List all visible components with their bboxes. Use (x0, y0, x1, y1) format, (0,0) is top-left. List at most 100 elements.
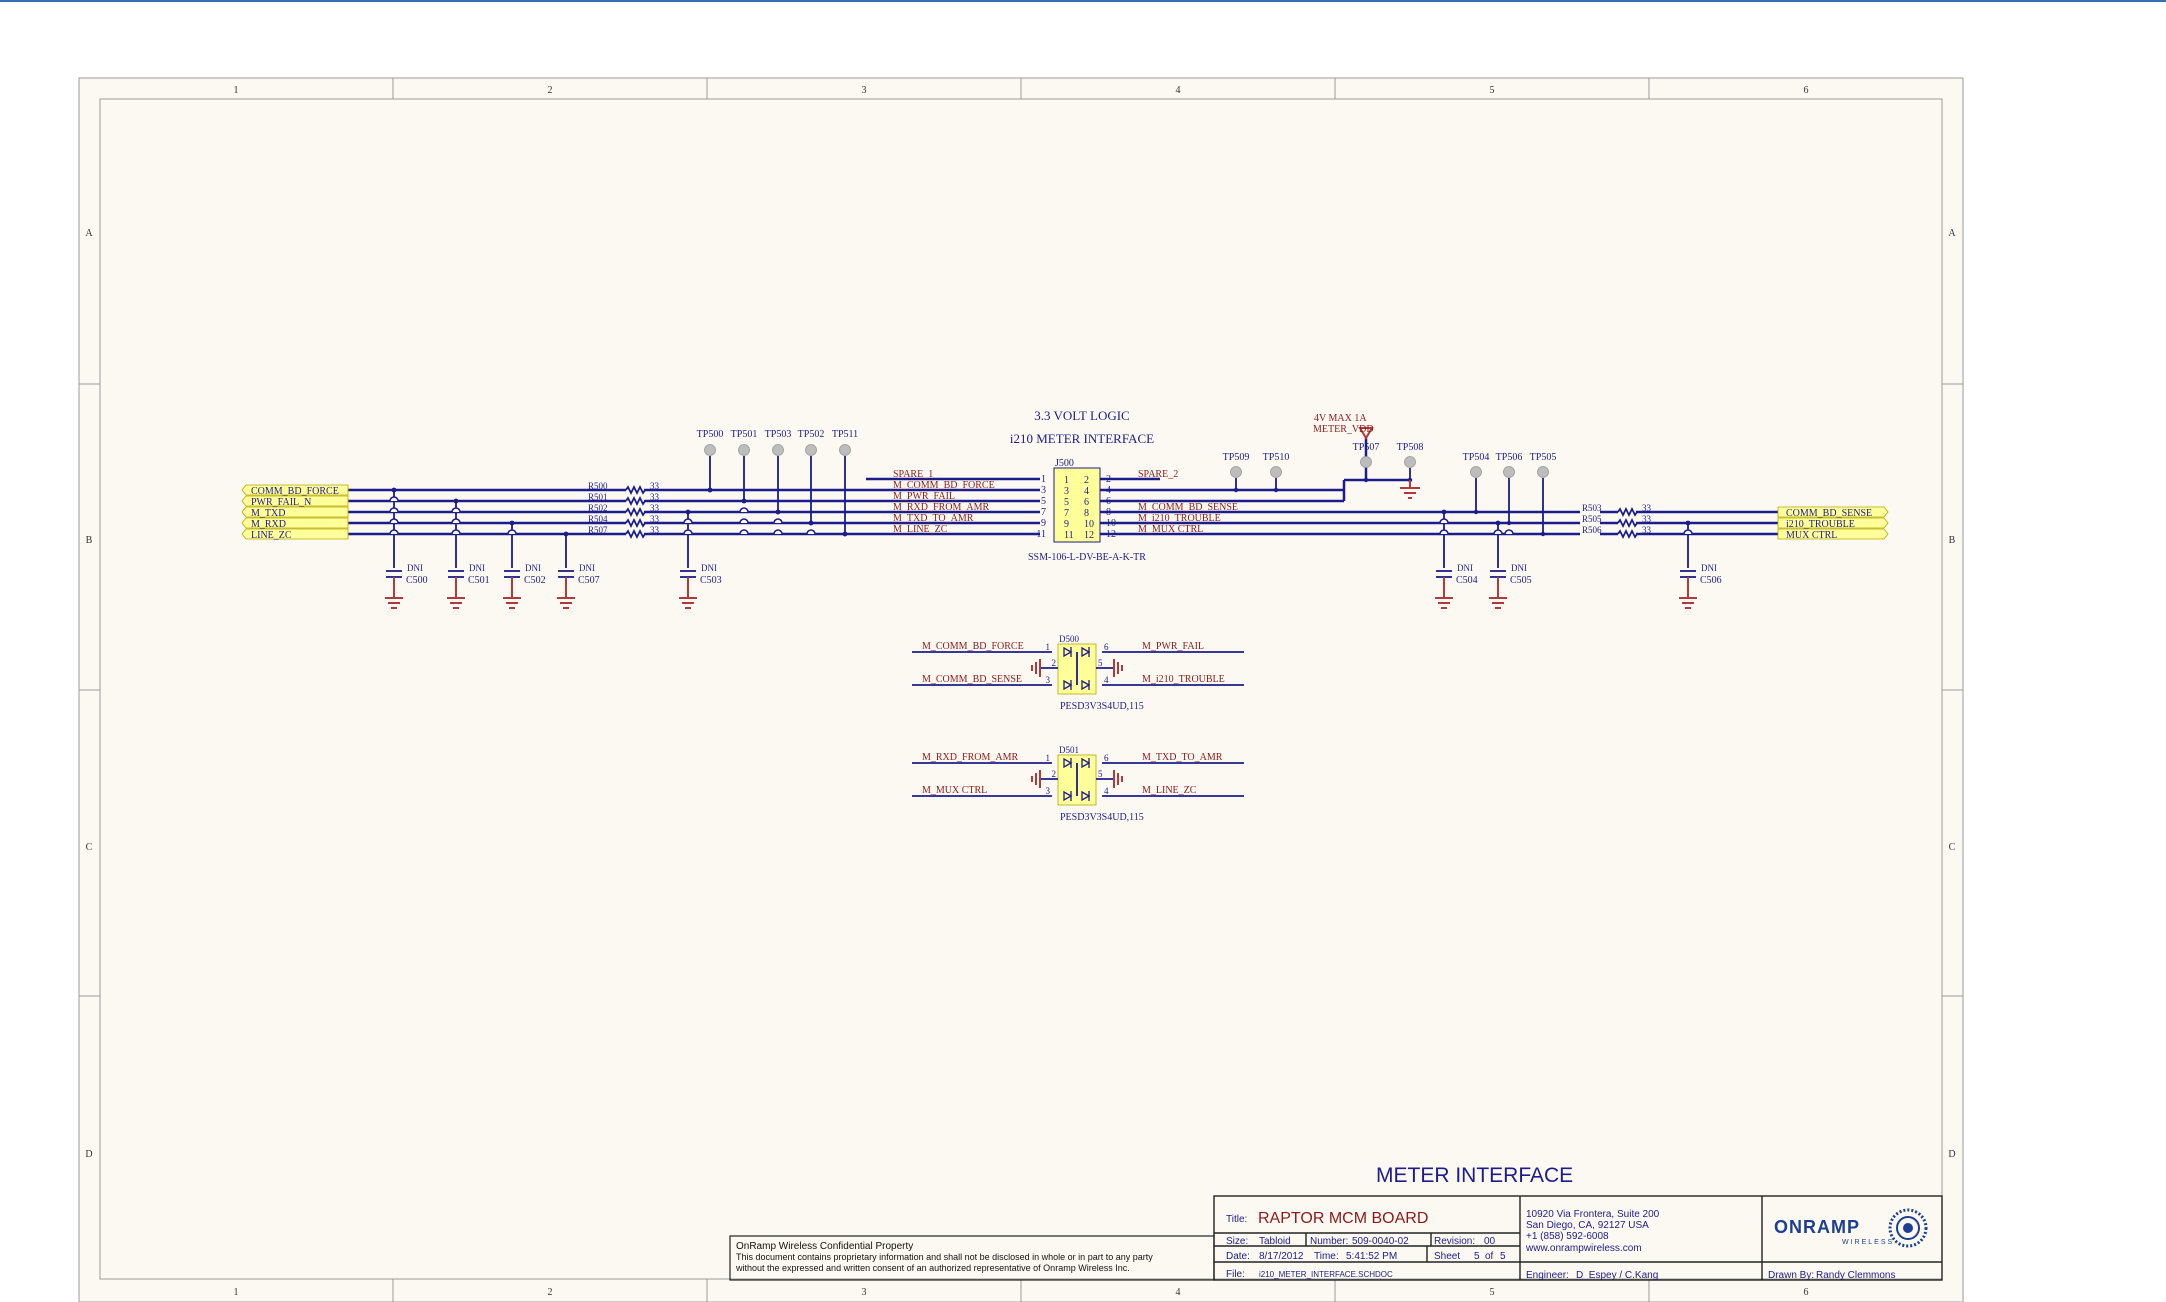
testpoint[interactable]: TP505 (1530, 452, 1557, 537)
window-top-bar (0, 0, 2166, 2)
svg-text:Title:: Title: (1226, 1214, 1247, 1225)
tvs-d500[interactable]: 123654D500PESD3V3S4UD,115M_COMM_BD_FORCE… (912, 634, 1244, 712)
net-label: M_MUX CTRL (1138, 524, 1203, 535)
tvs-pin-number: 5 (1098, 769, 1103, 779)
testpoint-label: TP500 (697, 429, 724, 440)
port-comm_bd_force[interactable]: COMM_BD_FORCE (241, 484, 349, 497)
company-logo-subtext: WIRELESS (1842, 1239, 1894, 1246)
tvs-pin-number: 4 (1104, 675, 1109, 685)
port-label: M_TXD (251, 508, 285, 519)
wire-crossover (389, 529, 399, 535)
testpoint[interactable]: TP510 (1263, 452, 1290, 493)
testpoint-label: TP504 (1463, 452, 1490, 463)
net-label: M_LINE_ZC (893, 524, 948, 535)
supply-note: 4V MAX 1A (1314, 413, 1367, 424)
resistor-symbol (1617, 517, 1638, 529)
resistor-ref: R507 (588, 525, 608, 535)
testpoint[interactable]: TP504 (1463, 452, 1490, 515)
net-label: M_RXD_FROM_AMR (922, 752, 1018, 763)
junction-dot (1441, 509, 1447, 515)
connector-pin-number: 7 (1041, 507, 1046, 518)
net-label: M_COMM_BD_FORCE (893, 480, 995, 491)
testpoint[interactable]: TP503 (765, 429, 792, 515)
testpoint[interactable]: TP507 (1353, 442, 1380, 483)
company-logo-text: ONRAMP (1774, 1217, 1860, 1237)
connector-ref: J500 (1055, 458, 1074, 469)
port-mux-ctrl[interactable]: MUX CTRL (1777, 528, 1889, 541)
testpoint[interactable]: TP508 (1397, 442, 1424, 483)
resistor-ref: R500 (588, 481, 608, 491)
junction-dot (391, 487, 397, 493)
port-comm_bd_sense[interactable]: COMM_BD_SENSE (1777, 506, 1889, 519)
wire-crossover (451, 507, 461, 513)
capacitor-ref: C507 (578, 575, 600, 586)
svg-text:Tabloid: Tabloid (1259, 1236, 1291, 1247)
wire-crossover (389, 507, 399, 513)
frame-row-label: D (85, 1149, 92, 1160)
wire-crossover (1683, 529, 1693, 535)
svg-text:5: 5 (1500, 1251, 1506, 1262)
resistor-value: 33 (1642, 503, 1652, 513)
ground-symbol (1400, 480, 1420, 499)
resistor-ref: R505 (1582, 514, 1602, 524)
testpoint[interactable]: TP509 (1223, 452, 1250, 493)
tvs-ref: D500 (1059, 634, 1079, 644)
testpoint[interactable]: TP502 (798, 429, 825, 526)
svg-text:without the expressed and writ: without the expressed and written consen… (735, 1263, 1130, 1273)
port-i210_trouble[interactable]: i210_TROUBLE (1777, 517, 1889, 530)
resistor-value: 33 (650, 525, 660, 535)
connector-pin-number: 9 (1041, 518, 1046, 529)
net-label: M_i210_TROUBLE (1138, 513, 1221, 524)
port-label: M_RXD (251, 519, 286, 530)
frame-row-label: D (1948, 1149, 1955, 1160)
tvs-pin-number: 6 (1104, 642, 1109, 652)
resistor-ref: R504 (588, 514, 608, 524)
junction-dot (1685, 520, 1691, 526)
capacitor-dni: DNI (1457, 563, 1473, 573)
capacitor-ref: C500 (406, 575, 428, 586)
svg-text:Size:: Size: (1226, 1236, 1248, 1247)
wire-crossover (1493, 529, 1503, 535)
connector-j500[interactable]: J500 SSM-106-L-DV-BE-A-K-TR (1028, 458, 1146, 563)
tvs-pin-number: 1 (1046, 753, 1051, 763)
port-line_zc[interactable]: LINE_ZC (241, 528, 349, 541)
net-label: M_COMM_BD_SENSE (922, 674, 1022, 685)
svg-text:8/17/2012: 8/17/2012 (1259, 1251, 1304, 1262)
port-m_rxd[interactable]: M_RXD (241, 517, 349, 530)
connector-pin-number: 5 (1041, 496, 1046, 507)
port-pwr_fail_n[interactable]: PWR_FAIL_N (241, 495, 349, 508)
net-label: SPARE_1 (893, 469, 933, 480)
resistor-value: 33 (1642, 514, 1652, 524)
port-label: MUX CTRL (1786, 530, 1837, 541)
wire-crossover (451, 518, 461, 524)
frame-row-label: B (1949, 535, 1956, 546)
testpoint-label: TP507 (1353, 442, 1380, 453)
connector-pin-number: 2 (1084, 475, 1089, 486)
tvs-d501[interactable]: 123654D501PESD3V3S4UD,115M_RXD_FROM_AMRM… (912, 745, 1244, 823)
connector-pin-number: 10 (1084, 519, 1094, 530)
svg-text:10920 Via Frontera, Suite 200: 10920 Via Frontera, Suite 200 (1526, 1209, 1660, 1220)
svg-text:File:: File: (1226, 1269, 1245, 1280)
port-m_txd[interactable]: M_TXD (241, 506, 349, 519)
port-label: PWR_FAIL_N (251, 497, 311, 508)
junction-dot (741, 498, 747, 504)
tvs-part: PESD3V3S4UD,115 (1060, 812, 1144, 823)
wire-crossover (1439, 518, 1449, 524)
supply-net: METER_VDD (1313, 424, 1374, 435)
resistor-value: 33 (650, 481, 660, 491)
connector-pin-number: 3 (1041, 485, 1046, 496)
testpoint-label: TP510 (1263, 452, 1290, 463)
testpoint[interactable]: TP506 (1496, 452, 1523, 526)
capacitors: DNIC500DNIC501DNIC502DNIC507DNIC503DNIC5… (385, 487, 1722, 609)
connector-pin-number: 8 (1084, 508, 1089, 519)
